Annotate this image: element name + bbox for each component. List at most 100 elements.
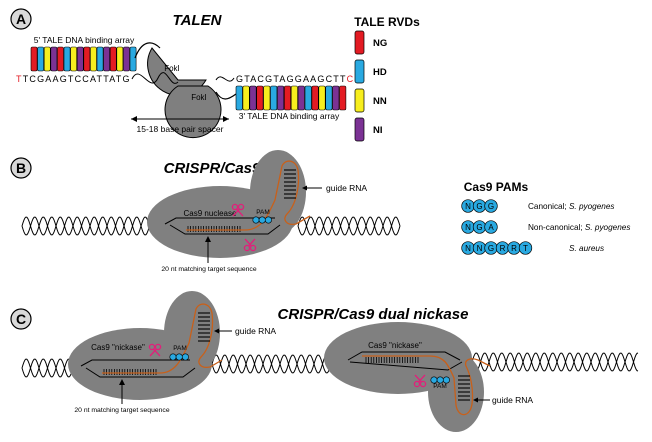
left-array-label: 5' TALE DNA binding array (34, 35, 135, 45)
pam-base (436, 376, 444, 384)
guide-rna-label-c-left: guide RNA (235, 326, 276, 336)
tale-repeat (270, 85, 278, 111)
dna-strand (471, 352, 639, 372)
non-target-strand (164, 217, 275, 225)
scissors-icon (243, 238, 257, 252)
tale-repeat (103, 46, 110, 72)
tale-repeat (76, 46, 84, 72)
tale-repeat (30, 46, 38, 72)
tale-repeat (129, 46, 137, 72)
panel-a-letter: A (16, 11, 26, 27)
rvd-label: NN (373, 96, 387, 107)
pam-base (169, 353, 177, 361)
nickase-left-target-strand (85, 367, 196, 378)
tale-repeat (242, 85, 250, 111)
pam-legend-desc: Non-canonical; S. pyogenes (528, 223, 630, 232)
pam-legend-base (484, 220, 498, 234)
pam-legend-desc: Canonical; S. pyogenes (528, 202, 615, 211)
tale-repeat (311, 85, 319, 111)
dna-helix-b (21, 216, 401, 236)
scissors-icon (413, 374, 427, 388)
guide-target-basepairs (187, 226, 241, 232)
sequence-right: GTACGTAGGAAGCTTC (236, 74, 354, 84)
pam-base (442, 376, 450, 384)
crispr-title: CRISPR/Cas9 (164, 160, 261, 177)
panel-b: B CRISPR/Cas9 Cas9 nuclease PAM (10, 150, 630, 273)
nickase-right-guide-strand (362, 355, 491, 416)
pam-legend-letter: A (488, 223, 494, 232)
cas9-nuclease-label: Cas9 nuclease (184, 209, 237, 218)
pam-label-c-left: PAM (173, 345, 187, 352)
spacer-arrow-left-head (131, 116, 137, 122)
tale-repeat (90, 46, 97, 72)
guide-rna-label-c-right: guide RNA (492, 395, 533, 405)
tale-repeat (263, 85, 271, 111)
pam-legend-title: Cas9 PAMs (464, 180, 529, 194)
pam-legend-letter: G (476, 202, 482, 211)
guide-rna-label-b: guide RNA (326, 183, 367, 193)
pam-legend-base (518, 241, 533, 255)
guide-rna-hairpin (284, 169, 296, 199)
guide-arrow-head-c-right (473, 397, 478, 403)
panel-b-badge (10, 157, 32, 179)
talen-title: TALEN (173, 12, 223, 29)
pam-site-c-right (430, 376, 450, 384)
nickase-right-other-strand (349, 361, 463, 371)
pam-legend-letter: R (500, 244, 506, 253)
panel-c-badge (10, 308, 32, 330)
panel-a-badge (10, 8, 32, 30)
dna-helix-c (21, 352, 639, 378)
pam-legend-letter: G (476, 223, 482, 232)
dna-strand (21, 358, 73, 378)
tale-repeat (37, 46, 44, 72)
rvd-label: NG (373, 38, 387, 49)
pam-base (181, 353, 189, 361)
tale-repeat (290, 85, 298, 111)
tale-repeat (325, 85, 333, 111)
dna-strand (21, 216, 151, 236)
rvd-swatch (354, 88, 365, 113)
spacer-dna-left (131, 72, 179, 84)
dna-strand (211, 354, 346, 374)
nickase-right-basepairs (365, 357, 419, 363)
left-tale-array (30, 46, 137, 72)
target-arrow-head-b (205, 236, 211, 242)
rvd-swatch (354, 30, 365, 55)
tale-repeat (70, 46, 77, 72)
sequence-left-first-base: T (16, 74, 23, 84)
tale-repeat (256, 85, 264, 111)
pam-legend-letter: G (488, 244, 494, 253)
rvd-label: NI (373, 125, 383, 136)
tale-repeat (123, 46, 130, 72)
tale-repeat (304, 85, 312, 111)
sequence-right-last-base: C (347, 74, 355, 84)
pam-site-c-left (169, 353, 189, 361)
nickase-left-label: Cas9 "nickase" (91, 343, 145, 352)
spacer-arrow-right-head (223, 116, 229, 122)
tale-repeat (96, 46, 104, 72)
pam-legend-letter: T (523, 244, 528, 253)
pam-legend-letter: N (465, 244, 471, 253)
tale-repeat (249, 85, 257, 111)
foki-bottom-label: FokI (191, 93, 207, 102)
tale-repeat (339, 85, 347, 111)
sequence-left-bases: TCGAAGTCCATTATG (23, 74, 131, 84)
pam-legend-desc: S. aureus (569, 244, 604, 253)
panel-c: C CRISPR/Cas9 dual nickase Cas9 "nickase… (10, 291, 639, 432)
foki-bottom-domain (164, 85, 222, 139)
dna-strand (297, 216, 401, 236)
pam-legend-letter: N (465, 223, 471, 232)
target-label-b: 20 nt matching target sequence (161, 266, 256, 273)
pam-site-b (252, 216, 272, 224)
pam-label-c-right: PAM (433, 383, 447, 390)
tale-repeat (332, 85, 340, 111)
tale-repeat (43, 46, 51, 72)
pam-base (175, 353, 183, 361)
spacer-dna-right (215, 76, 235, 82)
nickase-left-hairpin (198, 312, 210, 342)
rvd-legend-title: TALE RVDs (354, 15, 420, 29)
nickase-right-target-strand (347, 351, 461, 361)
nickase-title: CRISPR/Cas9 dual nickase (278, 306, 469, 323)
